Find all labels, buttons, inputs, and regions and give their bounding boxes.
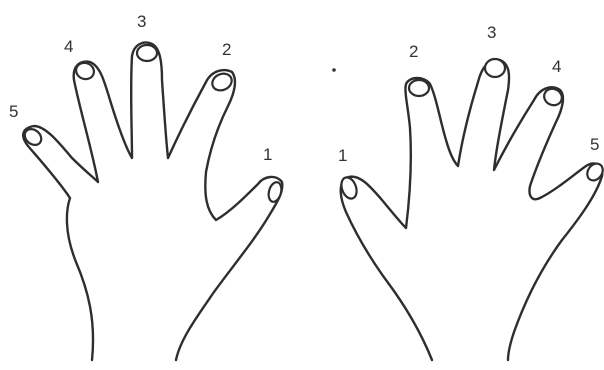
left-thumb-nail <box>267 181 284 203</box>
right-index-nail <box>409 80 429 96</box>
left-finger-label-5: 5 <box>9 102 18 121</box>
left-finger-label-4: 4 <box>64 37 73 56</box>
left-middle-nail <box>137 45 157 61</box>
right-finger-label-5: 5 <box>590 135 599 154</box>
speck <box>332 68 336 72</box>
right-finger-label-1: 1 <box>338 146 347 165</box>
left-finger-label-2: 2 <box>222 40 231 59</box>
left-finger-label-3: 3 <box>137 12 146 31</box>
right-hand-outline <box>341 60 603 360</box>
left-hand-outline <box>23 43 282 361</box>
right-finger-label-2: 2 <box>409 42 418 61</box>
right-hand: 1 2 3 4 5 <box>338 23 604 360</box>
right-finger-label-3: 3 <box>487 23 496 42</box>
right-finger-label-4: 4 <box>552 57 561 76</box>
left-finger-label-1: 1 <box>263 145 272 164</box>
left-hand: 5 4 3 2 1 <box>9 12 283 360</box>
right-middle-nail <box>485 59 505 77</box>
